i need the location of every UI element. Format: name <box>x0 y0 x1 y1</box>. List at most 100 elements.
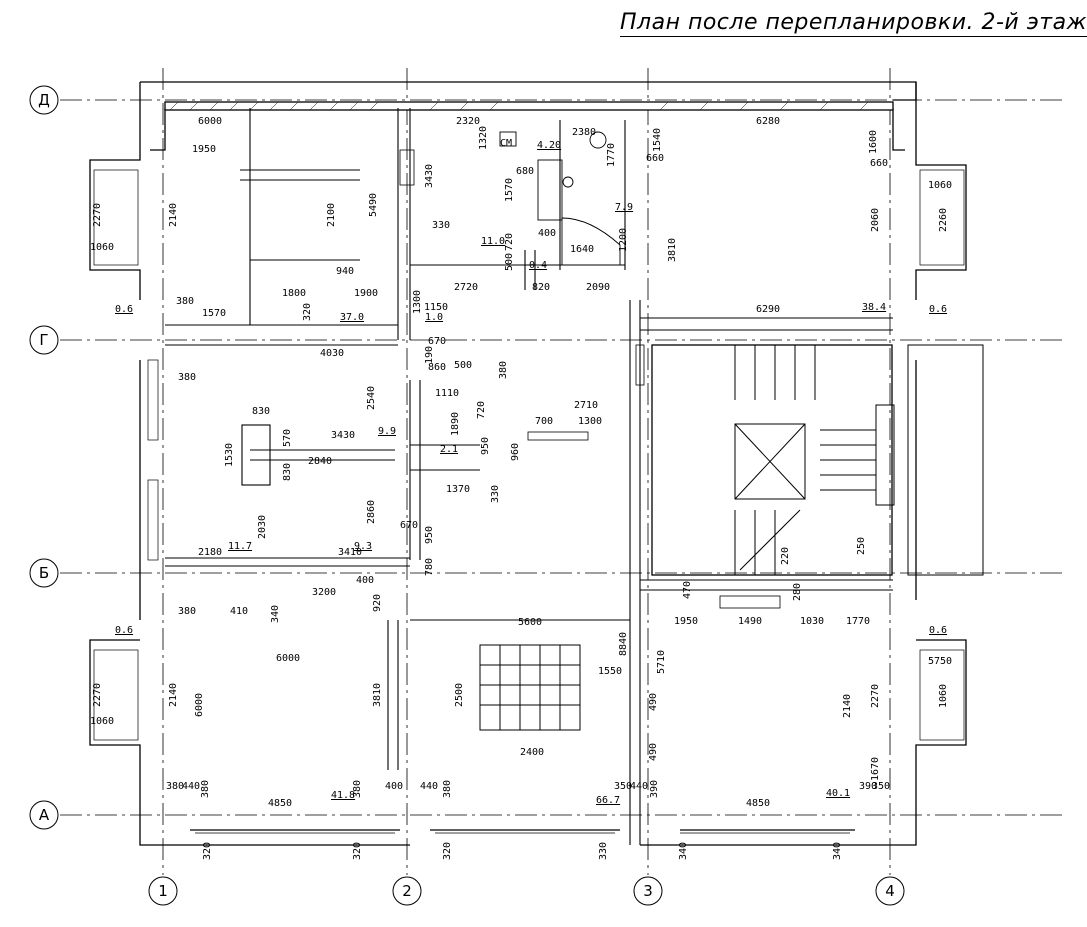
dimension-label: 6290 <box>756 304 780 315</box>
dimension-label: 660 <box>646 153 664 164</box>
dimension-label: 1600 <box>868 130 879 154</box>
dimension-label: 720 <box>504 233 515 251</box>
row-axis-markers: Д Г Б А <box>29 85 59 830</box>
room-area: 4.20 <box>537 140 561 151</box>
dimension-label: 2180 <box>198 547 222 558</box>
room-area: 9.9 <box>378 426 396 437</box>
dimension-label: 670 <box>400 520 418 531</box>
dimension-label: 340 <box>270 605 281 623</box>
dimension-label: 3430 <box>424 164 435 188</box>
dimension-label: 410 <box>230 606 248 617</box>
dimension-label: 2270 <box>870 684 881 708</box>
dimension-label: 1490 <box>738 616 762 627</box>
dimension-label: 330 <box>490 485 501 503</box>
dimension-label: 3200 <box>312 587 336 598</box>
dimension-label: 380 <box>352 780 363 798</box>
dimension-label: 1770 <box>606 143 617 167</box>
exterior-walls <box>89 81 967 846</box>
dimension-label: 490 <box>648 743 659 761</box>
dimension-label: 780 <box>424 558 435 576</box>
dimension-label: 2860 <box>366 500 377 524</box>
bathroom-fixtures <box>499 131 621 266</box>
dimension-label: 1890 <box>450 412 461 436</box>
dimension-label: 6000 <box>198 116 222 127</box>
dimension-label: 950 <box>480 437 491 455</box>
dimension-label: 2140 <box>168 203 179 227</box>
dimension-label: 1370 <box>446 484 470 495</box>
dimension-label: 1300 <box>412 290 423 314</box>
dimension-label: 6280 <box>756 116 780 127</box>
dimension-label: 2540 <box>366 386 377 410</box>
dimension-label: 2320 <box>456 116 480 127</box>
room-area: 0.6 <box>115 625 133 636</box>
dimension-label: 320 <box>442 842 453 860</box>
room-areas: 37.0 9.9 11.7 9.3 41.8 11.0 0.4 2.1 7.9 … <box>115 138 947 806</box>
dimension-label: 1640 <box>570 244 594 255</box>
dimension-label: 1770 <box>846 616 870 627</box>
dimension-label: 2270 <box>92 683 103 707</box>
dimension-label: 400 <box>538 228 556 239</box>
dimension-label: 5710 <box>656 650 667 674</box>
room-area: 38.4 <box>862 302 886 313</box>
dimension-label: 340 <box>678 842 689 860</box>
hatched-columns <box>241 149 781 609</box>
dimension-label: 390 <box>649 780 660 798</box>
dimension-label: 5490 <box>368 193 379 217</box>
dimension-label: 2100 <box>326 203 337 227</box>
dimension-label: 350 <box>872 781 890 792</box>
dimension-label: 280 <box>792 583 803 601</box>
washing-machine-label: СМ <box>500 138 512 149</box>
dimension-label: 1950 <box>192 144 216 155</box>
dimension-label: 2060 <box>870 208 881 232</box>
dimension-label: 1570 <box>504 178 515 202</box>
dimension-label: 4850 <box>268 798 292 809</box>
dimension-label: 440 <box>182 781 200 792</box>
dimension-label: 860 <box>428 362 446 373</box>
dimension-label: 2400 <box>520 747 544 758</box>
col-axis-label: 3 <box>643 882 653 900</box>
dimension-label: 250 <box>856 537 867 555</box>
col-axis-label: 4 <box>885 882 895 900</box>
room-area: 0.6 <box>115 304 133 315</box>
dimension-label: 660 <box>870 158 888 169</box>
col-axis-markers: 1 2 3 4 <box>148 876 905 906</box>
dimension-label: 190 <box>424 346 435 364</box>
dimension-label: 440 <box>630 781 648 792</box>
dimension-label: 1550 <box>598 666 622 677</box>
room-area: 0.4 <box>529 260 547 271</box>
dimension-label: 570 <box>282 429 293 447</box>
room-area: 40.1 <box>826 788 850 799</box>
dimension-label: 1300 <box>578 416 602 427</box>
dimension-label: 2030 <box>257 515 268 539</box>
dimension-label: 8840 <box>618 632 629 656</box>
dimension-label: 3430 <box>331 430 355 441</box>
room-area: 37.0 <box>340 312 364 323</box>
dimension-label: 320 <box>302 303 313 321</box>
dimension-label: 220 <box>780 547 791 565</box>
dimension-label: 330 <box>432 220 450 231</box>
room-area: 66.7 <box>596 795 620 806</box>
row-axis-label: Д <box>38 91 50 109</box>
dimension-label: 6000 <box>276 653 300 664</box>
dimension-label: 380 <box>178 372 196 383</box>
dimension-label: 1800 <box>282 288 306 299</box>
wall-hatch <box>169 101 869 111</box>
dimension-label: 440 <box>420 781 438 792</box>
dimension-label: 470 <box>682 581 693 599</box>
dimension-label: 1320 <box>478 126 489 150</box>
room-area: 0.6 <box>929 625 947 636</box>
dimension-label: 960 <box>510 443 521 461</box>
dimension-label: 2840 <box>308 456 332 467</box>
dimension-label: 3810 <box>667 238 678 262</box>
dimension-label: 340 <box>832 842 843 860</box>
dimension-label: 1570 <box>202 308 226 319</box>
dimension-label: 4030 <box>320 348 344 359</box>
dimension-label: 2140 <box>168 683 179 707</box>
row-axis-label: А <box>39 806 50 824</box>
dimension-label: 3410 <box>338 547 362 558</box>
dimension-label: 820 <box>532 282 550 293</box>
dimension-label: 1200 <box>618 228 629 252</box>
col-axis-label: 1 <box>158 882 168 900</box>
